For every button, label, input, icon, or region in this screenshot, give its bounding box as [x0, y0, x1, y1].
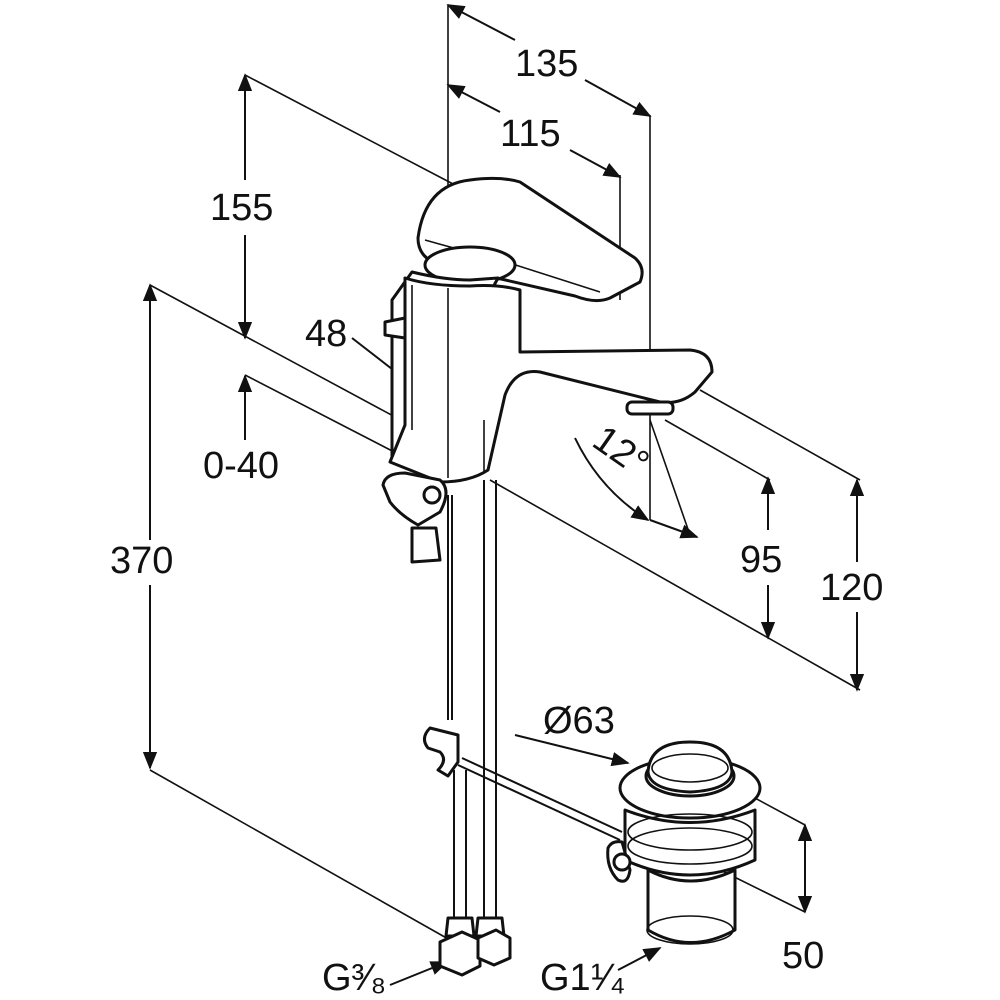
thread-g38-label: G³⁄₈ [322, 957, 386, 999]
dim-63-label: Ø63 [543, 700, 615, 742]
thread-g114-label: G1¹⁄₄ [540, 957, 625, 999]
drain-fitting [606, 740, 762, 945]
dim-0-40-label: 0-40 [203, 445, 279, 487]
dim-50-label: 50 [782, 935, 824, 977]
dimension-lines [142, 4, 865, 986]
dim-48-label: 48 [305, 313, 347, 355]
dim-370-label: 370 [110, 540, 173, 582]
dim-12deg-label: 12° [585, 418, 656, 485]
faucet [383, 176, 714, 484]
dim-115-label: 115 [500, 113, 561, 155]
dim-120-label: 120 [820, 567, 883, 609]
dim-155-label: 155 [210, 187, 273, 229]
pull-rod [381, 471, 623, 841]
supply-hoses [438, 480, 512, 977]
dim-135-label: 135 [515, 43, 578, 85]
dim-95-label: 95 [740, 539, 782, 581]
